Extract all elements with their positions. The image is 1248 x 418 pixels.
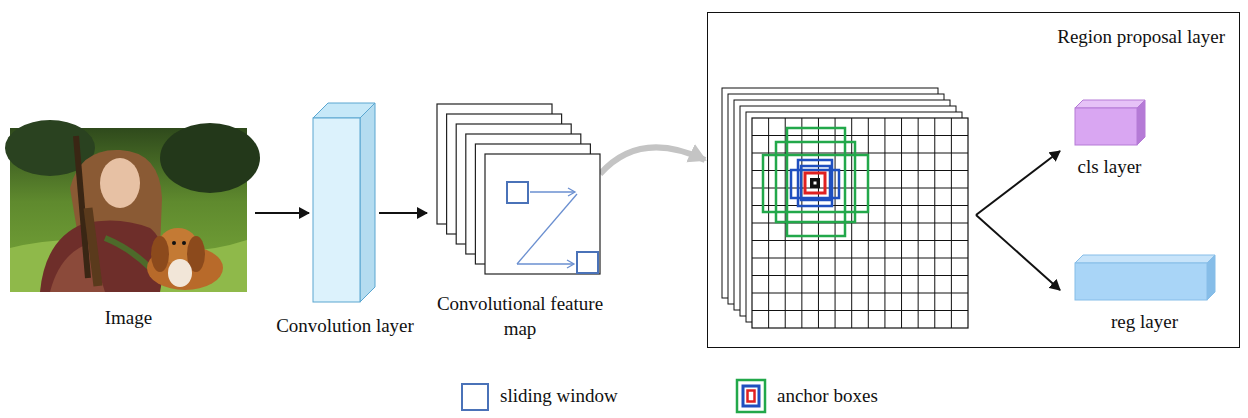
connector-arrow <box>600 147 705 174</box>
legend-label: anchor boxes <box>777 384 878 409</box>
cls-layer-shape <box>1075 100 1145 145</box>
convolution-layer-shape <box>313 103 377 302</box>
input-image-shape <box>10 128 247 292</box>
node-label: reg layer <box>1085 310 1205 335</box>
feature-grid <box>722 88 968 328</box>
cls-layer: cls layer <box>1075 100 1145 145</box>
output-arrows <box>976 151 1060 290</box>
anchor-boxes-sample <box>737 380 765 412</box>
connector-arrow <box>379 212 427 214</box>
sliding-window-sample <box>462 384 488 410</box>
node-label: cls layer <box>1050 155 1170 180</box>
reg-layer-shape <box>1075 255 1215 300</box>
node-label: Convolutional feature map <box>425 292 615 341</box>
node-label: Convolution layer <box>265 314 425 339</box>
connector-arrow <box>255 212 309 214</box>
feature-map-shape <box>437 104 600 274</box>
input-image: Image <box>10 128 247 292</box>
anchor-boxes <box>763 128 868 236</box>
legend-label: sliding window <box>500 384 618 409</box>
region-proposal-panel: Region proposal layer cls layer reg layer <box>707 12 1240 348</box>
feature-map: Convolutional feature map <box>437 104 600 274</box>
reg-layer: reg layer <box>1075 255 1215 300</box>
convolution-layer: Convolution layer <box>313 103 377 302</box>
panel-title: Region proposal layer <box>708 25 1239 50</box>
node-label: Image <box>0 306 257 331</box>
